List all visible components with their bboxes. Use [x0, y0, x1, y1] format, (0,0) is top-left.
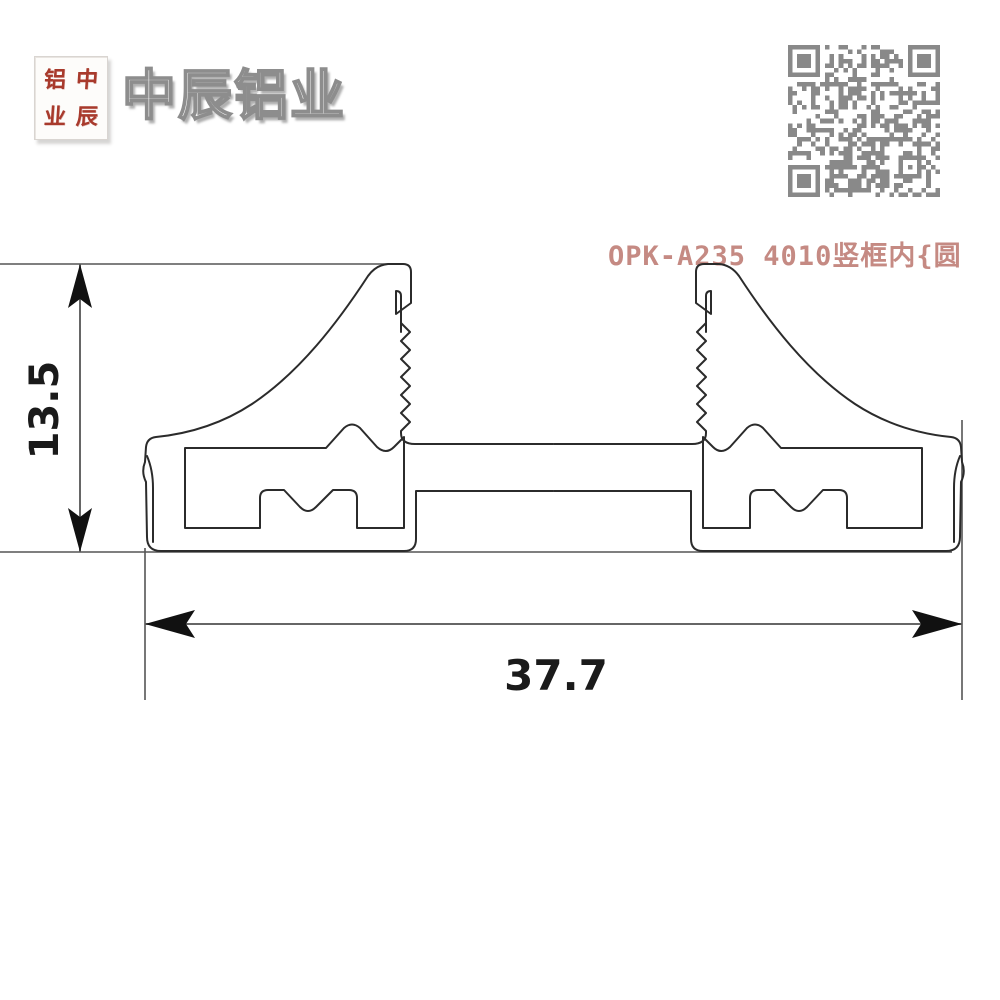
product-code-label: OPK-A235 4010竖框内{圆: [608, 241, 962, 272]
profile-right-path-2: [953, 455, 961, 543]
dimension-height: 13.5: [22, 264, 92, 552]
arrowhead-down-icon: [68, 508, 92, 552]
dimension-height-value: 13.5: [22, 361, 68, 460]
profile-right-path-1: [702, 423, 923, 529]
arrowhead-up-icon: [68, 264, 92, 308]
profile-left-path-2: [146, 455, 154, 543]
brand-header: 铝 中 业 辰 中辰铝业: [34, 56, 346, 140]
profile-cross-section-outline: [142, 263, 965, 552]
company-seal-stamp: 铝 中 业 辰: [34, 56, 108, 140]
arrowhead-right-icon: [912, 610, 962, 638]
qr-code-icon: [788, 45, 940, 197]
arrowhead-left-icon: [145, 610, 195, 638]
extension-lines: [0, 263, 963, 700]
company-name-logotype: 中辰铝业: [121, 64, 346, 127]
dimension-width: 37.7: [145, 610, 962, 700]
dimension-width-value: 37.7: [504, 651, 608, 700]
profile-right-path-0: [553, 263, 965, 552]
profile-left-path-1: [184, 423, 405, 529]
profile-left-path-0: [142, 263, 554, 552]
